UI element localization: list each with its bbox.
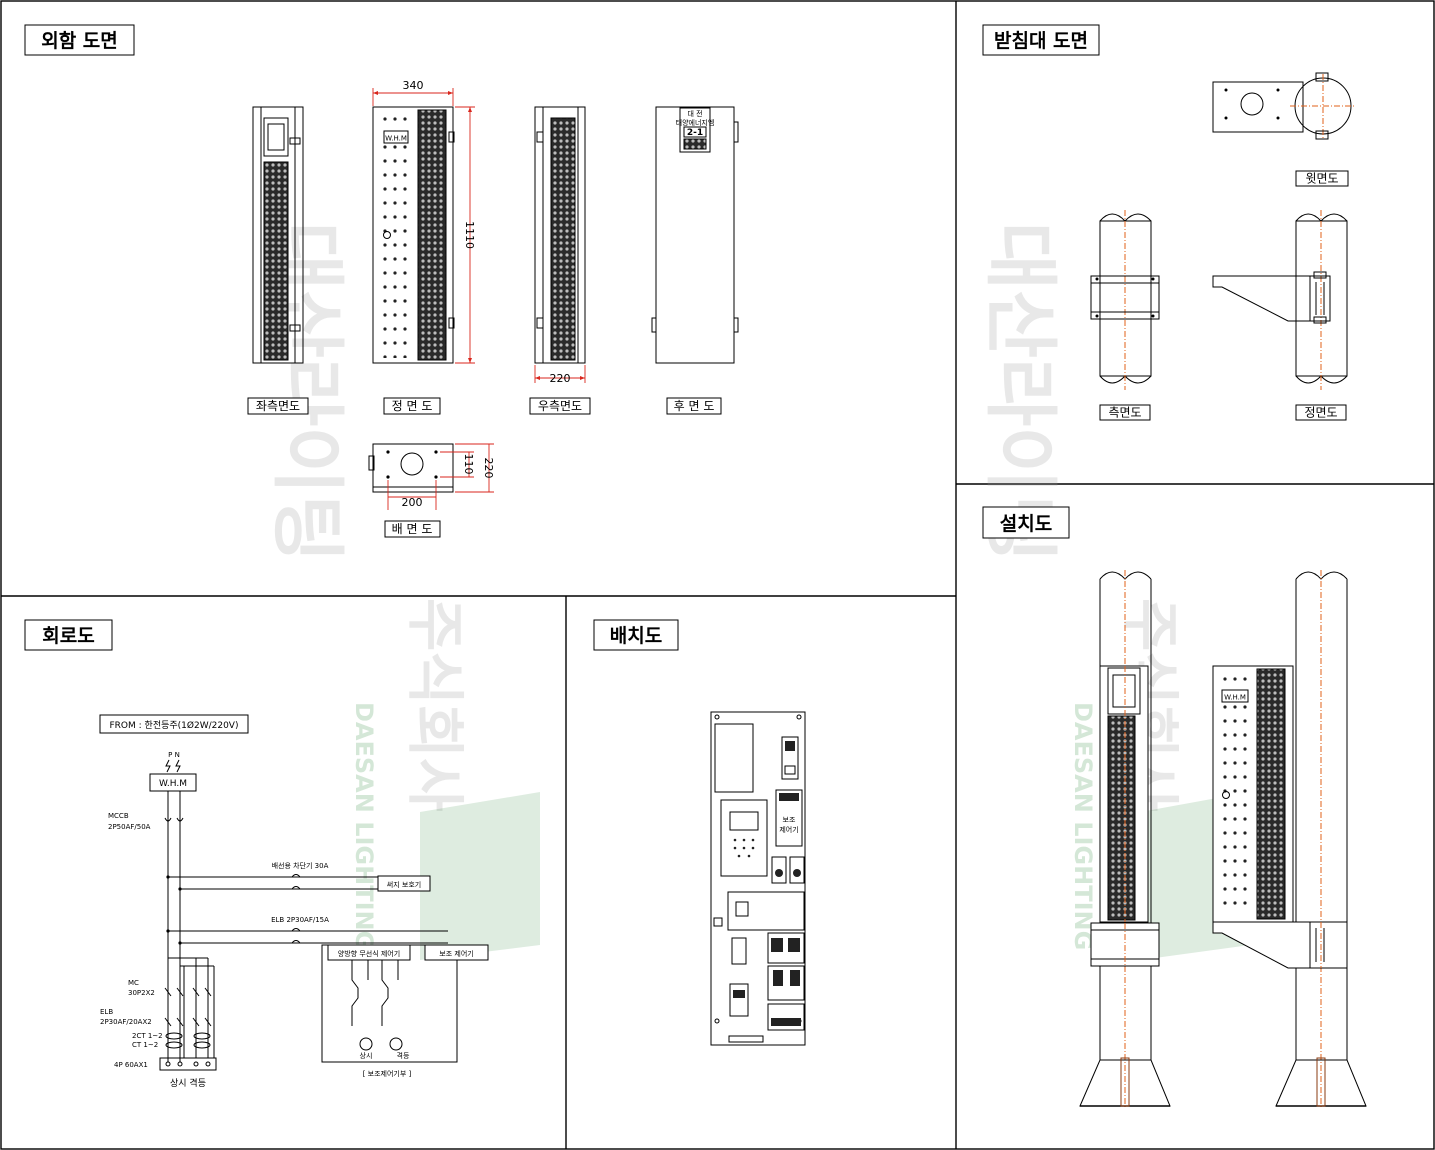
label-box-bracket-side <box>1099 404 1151 421</box>
dim-back-h2: 220 <box>482 458 495 479</box>
title-layout: 배치도 <box>610 625 662 647</box>
label-left-side: 좌측면도 <box>256 399 300 413</box>
view-right-side: 220 <box>534 106 586 385</box>
lock-icon <box>383 231 391 239</box>
circuit-ct-1: 2CT 1~2 <box>132 1032 163 1040</box>
label-bracket-front: 정면도 <box>1304 406 1337 420</box>
title-enclosure: 외함 도면 <box>41 30 118 52</box>
label-box-left <box>247 397 309 415</box>
circuit-wireless: 양방향 무선식 제어기 <box>338 949 400 958</box>
watermark-company: 주식회사 <box>401 598 469 811</box>
layout-elb <box>727 891 805 931</box>
layout-aux-controller <box>775 789 803 847</box>
view-bracket-front <box>1212 210 1348 390</box>
label-box-right <box>529 397 591 415</box>
circuit-aux-section: [ 보조제어기부 ] <box>363 1069 412 1078</box>
circuit-mc1: 상시 <box>360 1051 373 1060</box>
wireless-box <box>327 944 411 961</box>
watermark-logo-mark <box>420 792 540 960</box>
meter-window <box>383 130 409 144</box>
install-meter-window <box>1221 689 1249 703</box>
circuit-ct-2: CT 1~2 <box>132 1041 158 1049</box>
title-circuit: 회로도 <box>42 625 94 647</box>
circuit-mc-2: 30P2X2 <box>128 989 155 997</box>
whm-box <box>149 773 197 792</box>
view-left-side <box>252 106 304 364</box>
dim-back-h1: 110 <box>462 454 475 475</box>
title-box-install <box>982 506 1070 539</box>
label-box-bracket-top <box>1295 170 1349 187</box>
section-bracket: 받침대 도면 윗면도 측면도 <box>982 24 1356 421</box>
layout-wireless-controller <box>720 799 768 877</box>
meter-label-front: W.H.M <box>385 135 407 143</box>
label-rear: 후 면 도 <box>674 399 715 413</box>
aux-section-box <box>321 944 458 1063</box>
circuit-breaker: 배선용 차단기 30A <box>272 861 329 870</box>
circuit-whm: W.H.M <box>159 779 187 789</box>
circuit-elb-2: 2P30AF/20AX2 <box>100 1018 152 1026</box>
label-back: 배 면 도 <box>392 522 433 536</box>
title-box-circuit <box>24 619 113 651</box>
section-enclosure: 외함 도면 좌측면도 W.H.M <box>24 24 739 538</box>
install-pole-left <box>1079 570 1171 1108</box>
circuit-mccb-1: MCCB <box>108 812 129 820</box>
label-box-back <box>384 520 441 538</box>
surge-box <box>377 875 431 892</box>
label-right-side: 우측면도 <box>538 399 582 413</box>
watermark-english: DAESAN LIGHTING <box>350 702 378 950</box>
circuit-outputs: 상시 격등 <box>170 1077 206 1089</box>
watermark-main-right: 대산라이팅 <box>977 222 1063 562</box>
section-circuit: 회로도 FROM : 한전등주(1Ø2W/220V) P N W.H.M MCC… <box>24 619 489 1089</box>
view-back: 200 110 220 <box>368 443 495 510</box>
title-install: 설치도 <box>1000 513 1052 535</box>
label-front: 정 면 도 <box>392 399 433 413</box>
dim-back-width: 200 <box>402 496 423 509</box>
install-meter-label: W.H.M <box>1224 694 1246 702</box>
layout-aux-label-1: 보조 <box>783 816 796 824</box>
dim-depth: 220 <box>550 372 571 385</box>
circuit-pn: P N <box>168 751 180 759</box>
label-bracket-side: 측면도 <box>1108 406 1141 420</box>
circuit-terminal: 4P 60AX1 <box>114 1061 148 1069</box>
circuit-surge: 써지 보호기 <box>387 880 421 889</box>
circuit-aux: 보조 제어기 <box>439 949 473 958</box>
circuit-mc-1: MC <box>128 979 139 987</box>
layout-aux-label-2: 제어기 <box>779 825 798 834</box>
circuit-mc2: 격등 <box>397 1052 410 1060</box>
dim-height: 1110 <box>463 221 476 249</box>
watermark-english-right: DAESAN LIGHTING <box>1069 702 1097 950</box>
dim-width: 340 <box>403 79 424 92</box>
label-box-rear <box>666 397 722 415</box>
section-layout: 배치도 보조 제어기 <box>593 619 806 1046</box>
label-box-bracket-front <box>1295 404 1347 421</box>
source-box <box>99 714 249 734</box>
circuit-source: FROM : 한전등주(1Ø2W/220V) <box>110 720 239 731</box>
rear-plate-line3: 2-1 <box>687 128 703 138</box>
title-bracket: 받침대 도면 <box>994 30 1088 52</box>
rear-plate-line2: 태양에너지엠 <box>676 118 715 127</box>
circuit-elb-main: ELB 2P30AF/15A <box>271 916 329 924</box>
rear-plate-line1: 대 전 <box>687 109 702 118</box>
label-bracket-top: 윗면도 <box>1305 171 1338 186</box>
view-front: W.H.M 340 1110 <box>372 79 476 364</box>
install-pole-right: W.H.M <box>1212 570 1367 1108</box>
layout-panel <box>710 711 806 1046</box>
title-box-layout <box>593 619 679 651</box>
view-rear: 대 전 태양에너지엠 2-1 <box>651 106 739 364</box>
aux-box <box>424 944 489 961</box>
view-bracket-side <box>1090 210 1160 390</box>
circuit-mccb-2: 2P50AF/50A <box>108 823 151 831</box>
title-box-enclosure <box>24 24 135 56</box>
label-box-front <box>383 397 441 415</box>
section-install: 설치도 <box>982 506 1367 1108</box>
circuit-elb-1: ELB <box>100 1008 113 1016</box>
layout-meter <box>714 723 754 793</box>
view-bracket-top <box>1212 72 1356 140</box>
title-box-bracket <box>982 24 1100 56</box>
